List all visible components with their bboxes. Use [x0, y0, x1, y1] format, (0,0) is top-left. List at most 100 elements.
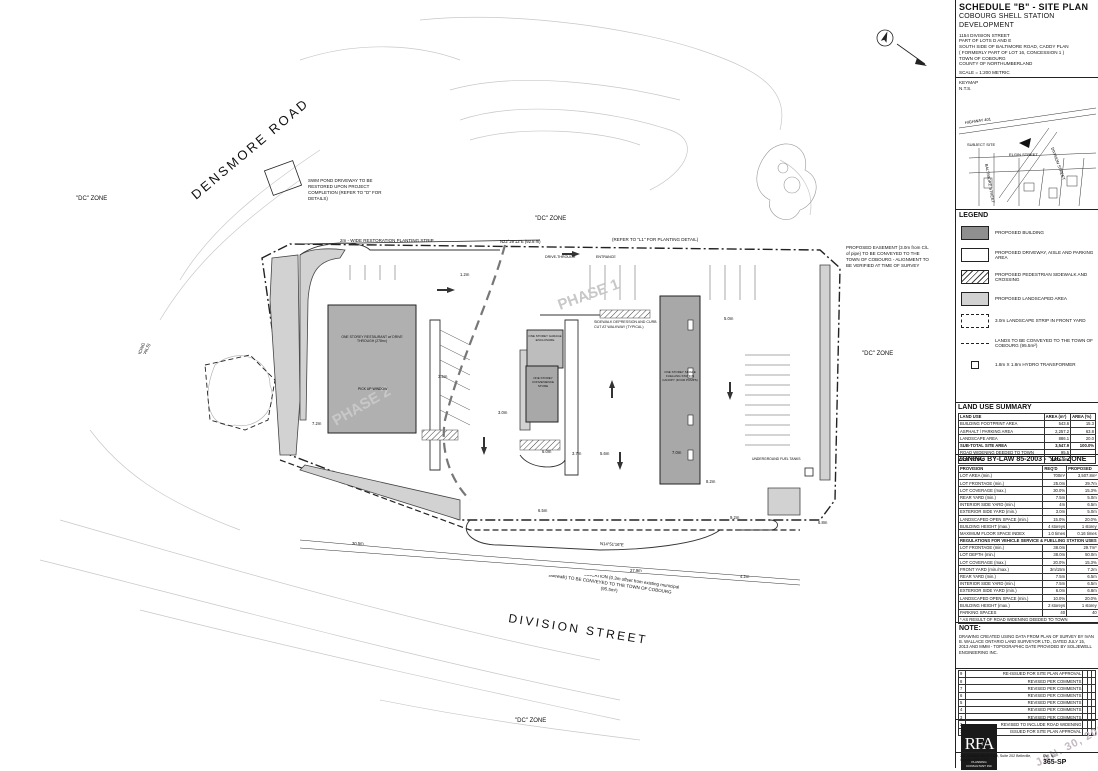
table-cell: 6.8m	[1067, 587, 1098, 594]
table-cell: 4m	[1043, 501, 1067, 508]
dim-label: 5.6m	[600, 451, 610, 456]
note-heading: NOTE:	[959, 625, 1095, 634]
table-cell: 6	[959, 692, 966, 699]
zone-label-center: "DC" ZONE	[535, 216, 566, 222]
table-cell: 40	[1067, 609, 1098, 616]
legend-swatch-building	[961, 226, 989, 240]
garage-label: ONE STOREY GARAGE ENCLOSURE	[528, 334, 562, 342]
table-cell: 9	[959, 671, 966, 678]
planting-detail-note: (REFER TO "L1" FOR PLANTING DETAIL)	[612, 237, 722, 242]
table-cell: 20.0	[1071, 435, 1096, 442]
zone-label-bottom: "DC" ZONE	[515, 718, 546, 724]
table-cell: REAR YARD (min.)	[959, 573, 1043, 580]
left-vegetation	[208, 356, 272, 426]
table-cell: REVISED PER COMMENTS	[966, 685, 1083, 692]
legend-item: 3.0m LANDSCAPE STRIP IN FRONT YARD	[961, 314, 1095, 329]
table-cell: FRONT YARD (min./max.)	[959, 566, 1043, 573]
zoning-heading: ZONING BY-LAW 85-2003 - "DC" ZONE	[958, 456, 1096, 465]
dim-label: 8.2m	[706, 479, 716, 484]
dim-label: 5.0m	[724, 316, 734, 321]
table-cell: 10.0%	[1043, 595, 1067, 602]
dim-label: 4.2m	[740, 574, 750, 579]
pick-up-label: PICK UP WINDOW	[358, 387, 388, 391]
table-cell: 38.0m	[1043, 552, 1067, 559]
dim-label: 3.5m	[438, 374, 448, 379]
table-cell: 29.7m*	[1067, 544, 1098, 551]
table-cell: 40	[1043, 609, 1067, 616]
legend-item: PROPOSED LANDSCAPED AREA	[961, 292, 1095, 307]
dim-label: 6.8m	[818, 520, 828, 525]
dim-label: 3.7m	[572, 451, 582, 456]
table-cell: PARKING SPACES	[959, 609, 1043, 616]
legend-item: LANDS TO BE CONVEYED TO THE TOWN OF COBO…	[961, 336, 1095, 351]
keymap-section: KEYMAP N.T.S. HIGHWAY 401 SUBJECT SITE E…	[956, 78, 1098, 210]
north-arrow-icon	[877, 30, 927, 66]
legend-label: PROPOSED LANDSCAPED AREA	[995, 296, 1067, 302]
tree-protection-zone	[205, 355, 275, 430]
table-cell: 100.0%	[1071, 442, 1096, 449]
project-subtitle: COBOURG SHELL STATION DEVELOPMENT	[959, 13, 1095, 31]
zoning-section: ZONING BY-LAW 85-2003 - "DC" ZONE PROVIS…	[956, 455, 1098, 623]
table-cell: 6.5m	[1067, 580, 1098, 587]
table-cell: 63.8	[1071, 428, 1096, 435]
table-cell: 29.7m	[1067, 480, 1098, 487]
table-cell: 7	[959, 685, 966, 692]
legend-section: LEGEND PROPOSED BUILDING PROPOSED DRIVEWA…	[956, 210, 1098, 403]
legend-item: 1.8m X 1.8m HYDRO TRANSFORMER	[961, 358, 1095, 373]
canopy-label: ONE STOREY SINGLE FUELLING STATION CANOP…	[662, 370, 698, 382]
table-cell	[1091, 678, 1095, 685]
table-cell: 6.5m	[1067, 573, 1098, 580]
table-cell: REVISED PER COMMENTS	[966, 706, 1083, 713]
table-cell: SUB-TOTAL SITE AREA	[959, 442, 1045, 449]
table-cell: 3.0m	[1043, 508, 1067, 515]
zone-label-right: "DC" ZONE	[862, 351, 893, 357]
vegetation-area	[757, 144, 816, 220]
zone-label-left: "DC" ZONE	[76, 196, 107, 202]
legend-title: LEGEND	[959, 212, 1095, 221]
table-row: LANDSCAPED OPEN SPACE (min.)10.0%20.0%	[959, 595, 1098, 602]
drawing-title: SCHEDULE "B" - SITE PLAN	[959, 2, 1095, 13]
scale-label: SCALE = 1:200 METRIC	[959, 70, 1095, 76]
table-row: LOT COVERAGE (max.)30.0%15.3%	[959, 487, 1098, 494]
table-cell: 20.0%	[1043, 559, 1067, 566]
subject-site-marker	[1019, 138, 1031, 148]
legend-swatch-parking	[961, 248, 989, 262]
legend-item: PROPOSED DRIVEWAY, AISLE AND PARKING ARE…	[961, 248, 1095, 263]
legend-label: PROPOSED PEDESTRIAN SIDEWALK AND CROSSIN…	[995, 272, 1095, 283]
table-cell	[1091, 671, 1095, 678]
column-header: LAND USE	[959, 413, 1045, 420]
drawing-number-label: DW. No.	[1043, 754, 1056, 758]
legend-item: PROPOSED BUILDING	[961, 226, 1095, 241]
firm-address: 211 Dundas Street East, Suite 202 Bellev…	[960, 754, 1042, 763]
table-cell	[1091, 699, 1095, 706]
table-cell: 4 storeys	[1043, 523, 1067, 530]
table-cell: ASPHALT / PARKING AREA	[959, 428, 1045, 435]
keymap-nts: N.T.S.	[959, 86, 1095, 92]
legend-label: PROPOSED DRIVEWAY, AISLE AND PARKING ARE…	[995, 250, 1095, 261]
dim-label: 6.0m	[542, 449, 552, 454]
table-cell: 7.5m	[1043, 573, 1067, 580]
site-plan-drawing: DENSMORE ROAD DIVISION STREET "DC" ZONE …	[0, 0, 955, 768]
table-cell: LANDSCAPED OPEN SPACE (min.)	[959, 516, 1043, 523]
entrance-label: ENTRANCE	[596, 255, 616, 259]
road-label-densmore: DENSMORE ROAD	[188, 95, 312, 202]
dim-label: 9.2m	[730, 515, 740, 520]
table-cell: EXTERIOR SIDE YARD (min.)	[959, 587, 1043, 594]
column-header: AREA (m²)	[1044, 413, 1070, 420]
legend-swatch-sidewalk	[961, 270, 989, 284]
table-cell: REVISED PER COMMENTS	[966, 699, 1083, 706]
table-cell: 15.3%	[1067, 559, 1098, 566]
bearing-top: N22°29'13"E (92.8 m)	[500, 239, 541, 244]
keymap-street-label: ELGIN STREET	[1009, 152, 1038, 157]
table-cell: REAR YARD (min.)	[959, 494, 1043, 501]
table-cell: 20.0%	[1067, 516, 1098, 523]
